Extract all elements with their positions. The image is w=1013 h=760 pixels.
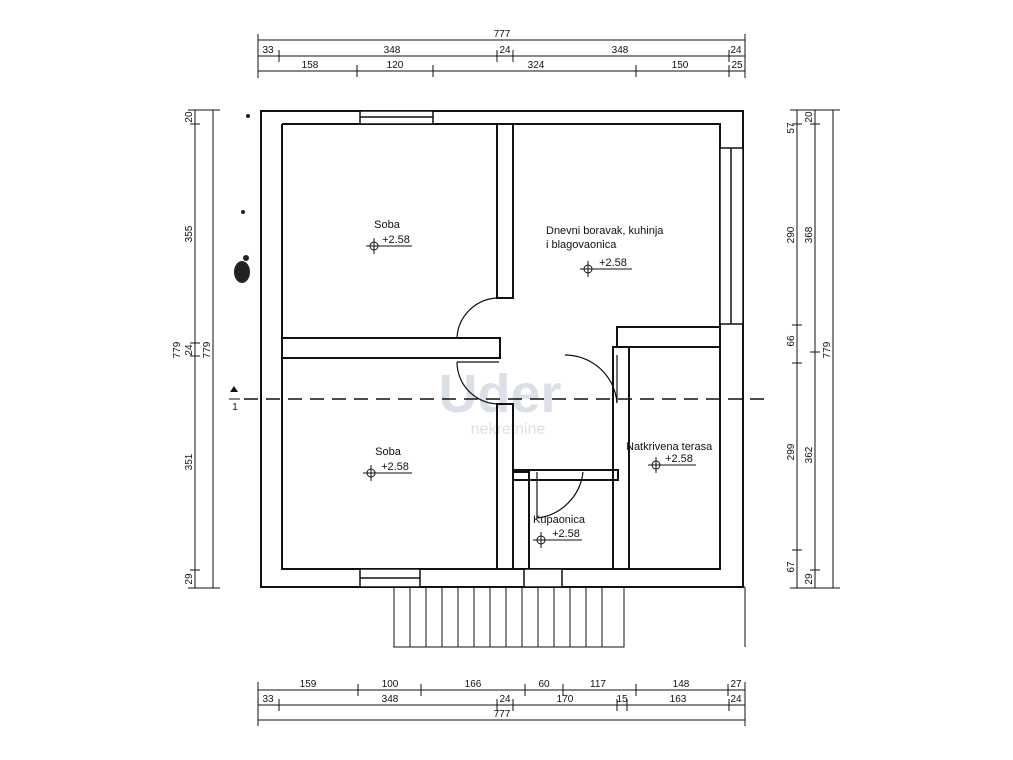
dim-bot-r1-5: 117 — [590, 679, 606, 690]
dim-top-r1-2: 348 — [384, 45, 401, 56]
walls — [260, 110, 744, 588]
dim-bot-r1-7: 27 — [730, 679, 742, 690]
dim-bot-r1-4: 60 — [538, 679, 550, 690]
dim-bot-r2-7: 24 — [730, 694, 742, 705]
dim-top-r2-3: 324 — [528, 60, 545, 71]
top-dimensions — [257, 34, 746, 78]
dim-right-o3: 362 — [804, 446, 815, 463]
dim-left-total: 779 — [172, 341, 183, 358]
dim-bot-r2-3: 24 — [499, 694, 511, 705]
dim-right-o4: 29 — [804, 573, 815, 585]
room-soba-top-level: +2.58 — [382, 234, 410, 246]
dim-right-5: 67 — [786, 561, 797, 573]
left-dimensions — [188, 109, 220, 589]
dim-left-inner-total: 779 — [202, 341, 213, 358]
room-soba-bottom-name: Soba — [375, 446, 402, 458]
section-arrow-icon — [230, 386, 238, 392]
room-kupaonica-level: +2.58 — [552, 528, 580, 540]
room-dnevni-name-1: Dnevni boravak, kuhinja — [546, 225, 664, 237]
room-soba-bottom-level: +2.58 — [381, 461, 409, 473]
room-soba-top-name: Soba — [374, 219, 401, 231]
doors — [456, 297, 618, 519]
dim-bot-r1-1: 159 — [300, 679, 317, 690]
dim-right-4: 299 — [786, 443, 797, 460]
dim-left-1: 20 — [184, 111, 195, 123]
section-label: 1 — [232, 402, 238, 413]
dim-top-r2-2: 120 — [387, 60, 404, 71]
level-marker-icon — [366, 238, 412, 254]
level-marker-icon — [363, 465, 412, 481]
level-marker-icon — [533, 532, 582, 548]
dim-bot-r2-4: 170 — [557, 694, 574, 705]
watermark-brand: Uder — [438, 364, 561, 424]
room-kupaonica-name: Kupaonica — [533, 514, 586, 526]
dim-bot-r2-5: 15 — [616, 694, 628, 705]
dim-left-2: 355 — [184, 225, 195, 242]
level-marker-icon — [580, 261, 632, 277]
section-line: 1 — [229, 386, 770, 413]
dim-top-total: 777 — [494, 29, 511, 40]
watermark: Uder nekretnine — [438, 364, 561, 438]
room-dnevni-name-2: i blagovaonica — [546, 239, 617, 251]
dim-left-4: 351 — [184, 453, 195, 470]
dim-top-r2-4: 150 — [672, 60, 689, 71]
dim-left-5: 29 — [184, 573, 195, 585]
dim-right-3: 66 — [786, 335, 797, 347]
room-dnevni-level: +2.58 — [599, 257, 627, 269]
dim-bot-r1-3: 166 — [465, 679, 482, 690]
right-dimensions — [790, 109, 840, 589]
level-marker-icon — [648, 457, 696, 473]
dim-top-r2-5: 25 — [731, 60, 743, 71]
windows — [359, 110, 744, 588]
dim-right-total: 779 — [822, 341, 833, 358]
dim-left-3: 24 — [184, 344, 195, 356]
dim-top-r2-1: 158 — [302, 60, 319, 71]
dim-right-o1: 20 — [804, 111, 815, 123]
dim-top-r1-3: 24 — [499, 45, 511, 56]
dim-bot-r1-2: 100 — [382, 679, 399, 690]
watermark-sub: nekretnine — [471, 421, 546, 438]
stairs — [393, 586, 746, 648]
room-terasa-level: +2.58 — [665, 453, 693, 465]
dim-right-o2: 368 — [804, 226, 815, 243]
dim-bot-r2-2: 348 — [382, 694, 399, 705]
ink-blot — [234, 114, 250, 283]
dim-top-r1-4: 348 — [612, 45, 629, 56]
dim-bot-r2-1: 33 — [262, 694, 274, 705]
room-terasa-name: Natkrivena terasa — [626, 441, 713, 453]
dim-top-r1-1: 33 — [262, 45, 274, 56]
bottom-dimensions — [257, 682, 746, 726]
dim-bot-total: 777 — [494, 709, 511, 720]
dim-bot-r2-6: 163 — [670, 694, 687, 705]
dim-bot-r1-6: 148 — [673, 679, 690, 690]
dim-right-2: 290 — [786, 226, 797, 243]
dim-top-r1-5: 24 — [730, 45, 742, 56]
dim-right-1: 57 — [786, 122, 797, 134]
